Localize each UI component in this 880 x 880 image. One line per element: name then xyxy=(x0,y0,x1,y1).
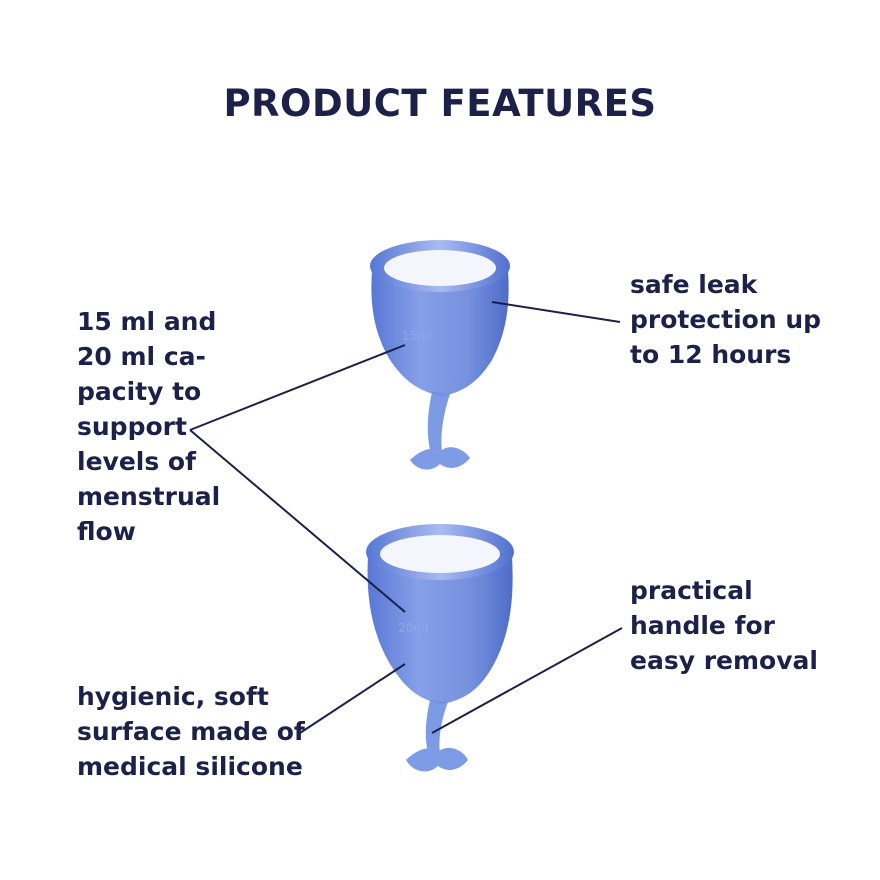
feature-line: practical xyxy=(630,576,753,605)
cup-small-opening xyxy=(384,250,496,286)
feature-line: support xyxy=(77,412,187,441)
callout-capacity-top xyxy=(189,344,406,431)
feature-line: safe leak xyxy=(630,270,758,299)
cup-small-body xyxy=(371,270,509,396)
callout-lines xyxy=(189,301,623,734)
feature-line: protection up xyxy=(630,305,822,334)
feature-line: 20 ml ca- xyxy=(77,342,206,371)
feature-line: handle for xyxy=(630,611,775,640)
cup-large: 20ml xyxy=(366,524,514,772)
cup-small-stem xyxy=(427,392,450,452)
feature-surface: hygienic, soft surface made of medical s… xyxy=(77,679,305,784)
callout-handle xyxy=(431,627,623,734)
feature-line: levels of xyxy=(77,447,196,476)
feature-leak-protection: safe leak protection up to 12 hours xyxy=(630,267,821,372)
cup-small-marking: 15ml xyxy=(402,329,432,343)
feature-line: pacity to xyxy=(77,377,202,406)
page-title: PRODUCT FEATURES xyxy=(223,82,657,125)
feature-line: hygienic, soft xyxy=(77,682,269,711)
feature-line: 15 ml and xyxy=(77,307,217,336)
callout-leak xyxy=(491,301,621,323)
feature-handle: practical handle for easy removal xyxy=(630,573,818,678)
feature-line: menstrual xyxy=(77,482,221,511)
feature-capacity: 15 ml and 20 ml ca- pacity to support le… xyxy=(77,304,220,549)
cup-large-body xyxy=(367,556,513,704)
feature-line: surface made of xyxy=(77,717,305,746)
feature-line: medical silicone xyxy=(77,752,303,781)
feature-line: easy removal xyxy=(630,646,818,675)
cup-small: 15ml xyxy=(370,240,510,470)
cup-large-marking: 20ml xyxy=(398,621,428,635)
cup-large-opening xyxy=(380,535,500,573)
cup-small-tail xyxy=(410,447,470,470)
cup-large-tail xyxy=(406,747,468,772)
callout-surface xyxy=(299,663,406,734)
feature-line: to 12 hours xyxy=(630,340,792,369)
callout-capacity-bottom xyxy=(189,429,406,613)
cup-large-stem xyxy=(425,700,448,754)
feature-line: flow xyxy=(77,517,136,546)
